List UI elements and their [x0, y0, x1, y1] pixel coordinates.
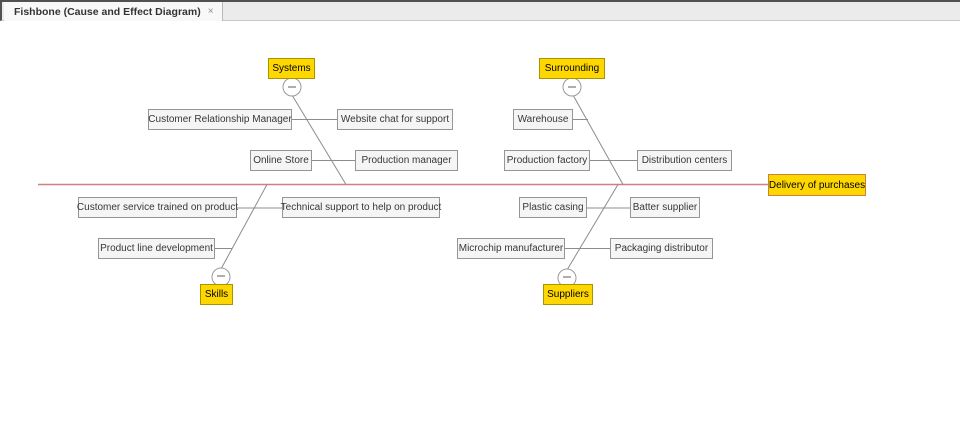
branch-line-skills [220, 184, 268, 270]
cause-box[interactable]: Production factory [504, 150, 590, 171]
cause-box[interactable]: Technical support to help on product [281, 197, 441, 218]
cause-box[interactable]: Customer service trained on product [77, 197, 238, 218]
collapse-toggle-skills[interactable] [211, 267, 231, 287]
branch-line-systems [291, 94, 347, 185]
cause-box[interactable]: Distribution centers [637, 150, 732, 171]
collapse-toggle-surrounding[interactable] [562, 77, 582, 97]
cause-box[interactable]: Product line development [98, 238, 215, 259]
cause-box[interactable]: Website chat for support [337, 109, 453, 130]
branch-line-surrounding [572, 94, 624, 185]
category-box-systems[interactable]: Systems [268, 58, 315, 79]
category-box-skills[interactable]: Skills [200, 284, 233, 305]
collapse-toggle-systems[interactable] [282, 77, 302, 97]
cause-box[interactable]: Batter supplier [630, 197, 700, 218]
cause-box[interactable]: Online Store [250, 150, 312, 171]
cause-box[interactable]: Warehouse [513, 109, 573, 130]
category-box-surrounding[interactable]: Surrounding [539, 58, 605, 79]
tab-bar: Fishbone (Cause and Effect Diagram) × [0, 0, 960, 21]
tab-title: Fishbone (Cause and Effect Diagram) [14, 5, 201, 18]
cause-box[interactable]: Microchip manufacturer [457, 238, 565, 259]
cause-box[interactable]: Production manager [355, 150, 458, 171]
cause-box[interactable]: Customer Relationship Manager [148, 109, 292, 130]
effect-box[interactable]: Delivery of purchases [768, 174, 866, 196]
category-box-suppliers[interactable]: Suppliers [543, 284, 593, 305]
tab-close-icon[interactable]: × [207, 6, 214, 17]
branch-line-suppliers [566, 184, 619, 271]
tab-fishbone-diagram[interactable]: Fishbone (Cause and Effect Diagram) × [4, 2, 223, 21]
collapse-toggle-suppliers[interactable] [557, 268, 577, 288]
cause-box[interactable]: Plastic casing [519, 197, 587, 218]
cause-box[interactable]: Packaging distributor [610, 238, 713, 259]
